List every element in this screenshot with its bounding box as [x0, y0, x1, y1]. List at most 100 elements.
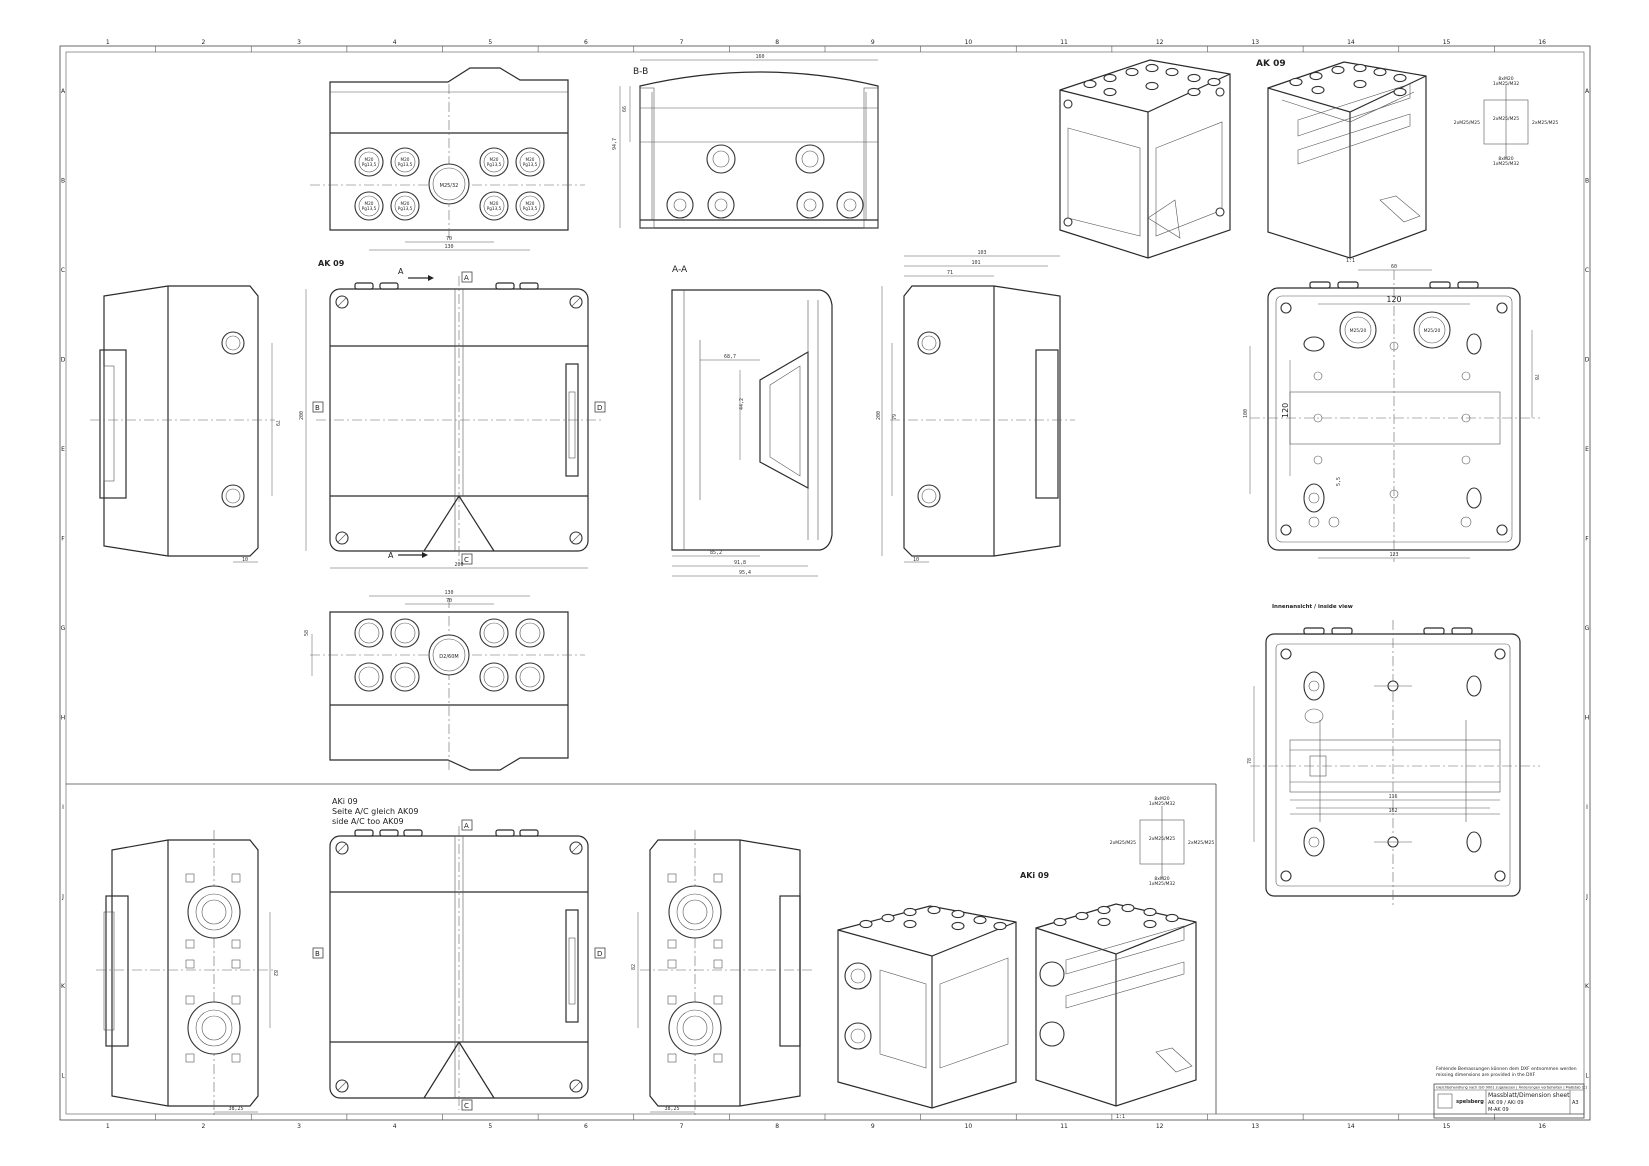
- gland-label: M20: [365, 157, 374, 162]
- aki-scale: 1:1: [1116, 1114, 1125, 1120]
- gland-label: M20: [526, 157, 535, 162]
- row-letter: C: [1585, 267, 1589, 274]
- row-letter: H: [61, 714, 66, 721]
- column-number: 2: [202, 1123, 206, 1130]
- marker-a-box: A: [464, 274, 469, 282]
- iso-knockout: [1075, 911, 1089, 921]
- column-number: 11: [1060, 39, 1068, 46]
- dim-top-130: 130: [444, 244, 453, 250]
- column-number: 11: [1060, 1123, 1068, 1130]
- column-number: 6: [584, 1123, 588, 1130]
- iso-knockout: [1353, 63, 1367, 73]
- gland-label: M20: [526, 201, 535, 206]
- title-row1: Gleichbehandlung nach ISO 9001 zugelasse…: [1436, 1085, 1587, 1090]
- iso-knockout: [1165, 67, 1179, 77]
- column-number: 13: [1251, 1123, 1259, 1130]
- section-bb-view: B-B 160 66 94,7: [612, 54, 879, 229]
- gland-knockout-inner: [483, 666, 505, 688]
- gland-knockout-inner: [394, 666, 416, 688]
- dim-aa-954: 95,4: [739, 570, 751, 576]
- column-number: 4: [393, 39, 397, 46]
- column-number: 9: [871, 39, 875, 46]
- gland-label: Pg13,5: [398, 206, 413, 211]
- column-number: 1: [106, 39, 110, 46]
- plan-gland-2-label: M25/20: [1424, 328, 1441, 334]
- dim-top-70: 70: [446, 236, 452, 242]
- dim-right-103: 103: [977, 250, 986, 256]
- gland-knockout-inner: [358, 195, 380, 217]
- column-number: 15: [1443, 1123, 1451, 1130]
- gland-label: M20: [365, 201, 374, 206]
- gland-knockout-inner: [483, 151, 505, 173]
- column-number: 12: [1156, 39, 1164, 46]
- left-side-view: 79 10: [90, 285, 280, 563]
- dim-aa-687: 68,7: [724, 354, 736, 360]
- iso-closed-view: [1059, 59, 1231, 259]
- iso-knockout: [1143, 919, 1157, 929]
- title-drawing-no: M-AK 09: [1488, 1107, 1509, 1113]
- iso-knockout: [1331, 65, 1345, 75]
- column-number: 5: [488, 1123, 492, 1130]
- dim-aa-442: 44,2: [739, 398, 745, 410]
- aki-iso-views: AKi 09 1:1: [837, 871, 1197, 1120]
- row-letter: G: [1585, 625, 1590, 632]
- gland-knockout-inner: [483, 622, 505, 644]
- sheet-border: [59, 45, 1591, 1121]
- iso-knockout: [881, 913, 895, 923]
- title-note-en: missing dimensions are provided in the D…: [1436, 1072, 1536, 1078]
- dim-plan-60: 60: [1391, 264, 1397, 270]
- section-bb-label: B-B: [633, 67, 648, 77]
- row-letter: E: [61, 446, 65, 453]
- dim-inside-162: 162: [1388, 808, 1397, 814]
- marker-b-box: B: [315, 404, 320, 412]
- marker-a-bottom: A: [388, 551, 394, 560]
- gland-label: Pg13,5: [362, 206, 377, 211]
- gland-label: Pg13,5: [523, 206, 538, 211]
- iso-knockout: [1309, 71, 1323, 81]
- sheet-inner-border: [65, 51, 1585, 1115]
- row-letter: I: [62, 804, 64, 811]
- row-letter: D: [61, 356, 66, 363]
- column-number: 10: [965, 39, 973, 46]
- iso-ak09-title: AK 09: [1256, 59, 1286, 69]
- dim-plan-100: 100: [1243, 409, 1249, 418]
- gland-knockout-inner: [519, 195, 541, 217]
- column-number: 10: [965, 1123, 973, 1130]
- dim-front-200-h: 200: [299, 411, 305, 420]
- iso-knockout: [1097, 905, 1111, 915]
- gland-center-top: [428, 163, 470, 205]
- column-number: 15: [1443, 39, 1451, 46]
- dim-bottom-58: 58: [304, 630, 310, 636]
- iso-knockout: [1103, 87, 1117, 97]
- row-letter: F: [61, 535, 65, 542]
- column-number: 14: [1347, 1123, 1355, 1130]
- iso-knockout: [1187, 87, 1201, 97]
- iso-knockout: [1053, 917, 1067, 927]
- iso-knockout: [1125, 67, 1139, 77]
- dim-left-10: 10: [242, 557, 248, 563]
- gland-label: M20: [401, 201, 410, 206]
- dim-aa-918: 91,8: [734, 560, 746, 566]
- iso-knockout: [1393, 87, 1407, 97]
- aki-marker-d: D: [597, 950, 602, 958]
- title-sheet: Massblatt/Dimension sheet: [1488, 1092, 1570, 1099]
- gland-knockout-inner: [519, 151, 541, 173]
- gland-label: Pg13,5: [487, 206, 502, 211]
- iso-knockout: [1289, 77, 1303, 87]
- dim-aki-left-82: 82: [272, 970, 278, 976]
- dim-bb-160: 160: [755, 54, 764, 60]
- dim-bb-66: 66: [622, 106, 628, 112]
- inside-view: Innenansicht / inside view 116 162 78: [1247, 604, 1540, 906]
- row-letter: E: [1585, 446, 1589, 453]
- title-note-de: Fehlende Bemassungen können dem DXF entn…: [1436, 1066, 1577, 1072]
- iso-knockout: [993, 921, 1007, 931]
- top-view-glands: M20Pg13,5M20Pg13,5M20Pg13,5M20Pg13,5M20P…: [310, 67, 585, 251]
- front-view-title: AK 09: [318, 259, 345, 268]
- gland-knockout-inner: [519, 622, 541, 644]
- column-number: 16: [1538, 1123, 1546, 1130]
- iso-knockout: [1083, 79, 1097, 89]
